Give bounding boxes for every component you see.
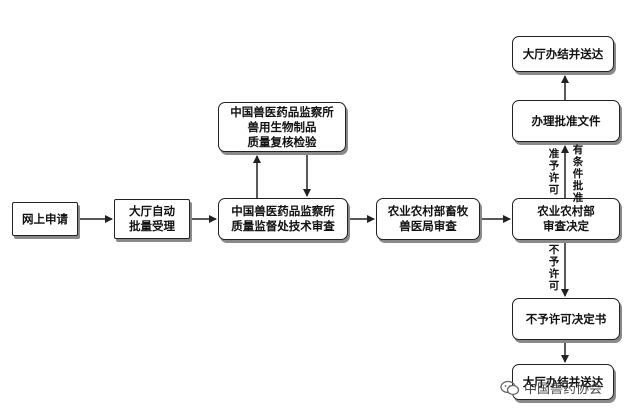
- node-online-apply: 网上申请: [12, 202, 78, 236]
- text-line: 农业农村部: [537, 204, 595, 218]
- label-deny: 不予许可: [548, 244, 560, 292]
- text-line: 不予许可决定书: [525, 311, 607, 326]
- text-line: 网上申请: [22, 211, 68, 226]
- text-line: 大厅自动: [129, 204, 175, 218]
- text-line: 审查决定: [543, 219, 589, 233]
- watermark: 中国兽药协会: [500, 378, 602, 397]
- text-line: 农业农村部畜牧: [387, 204, 469, 218]
- text-line: 兽医局审查: [399, 219, 457, 233]
- text-line: 可: [548, 280, 560, 292]
- text-line: 予: [548, 256, 560, 268]
- text-line: 批量受理: [129, 219, 175, 233]
- node-approval-doc: 办理批准文件: [512, 100, 620, 142]
- text-line: 办理批准文件: [531, 113, 601, 128]
- node-tech-review: 中国兽医药品监察所质量监督处技术审查: [218, 198, 348, 240]
- text-line: 许: [548, 268, 560, 280]
- text-line: 予: [548, 160, 560, 172]
- label-approve: 准予许可: [548, 148, 560, 196]
- text-line: 许: [548, 172, 560, 184]
- node-hall-deliver-bottom: 大厅办结并送达: [512, 364, 614, 400]
- text-line: 准: [572, 192, 584, 204]
- node-ministry-decision: 农业农村部审查决定: [512, 198, 620, 240]
- wechat-icon: [500, 380, 520, 395]
- text-line: 件: [572, 168, 584, 180]
- text-line: 大厅办结并送达: [522, 46, 604, 61]
- node-bureau-review: 农业农村部畜牧兽医局审查: [376, 198, 480, 240]
- text-line: 质量复核检验: [247, 134, 317, 149]
- text-line: 有: [572, 144, 584, 156]
- text-line: 批: [572, 180, 584, 192]
- watermark-text: 中国兽药协会: [524, 382, 603, 397]
- node-bio-recheck: 中国兽医药品监察所兽用生物制品质量复核检验: [218, 102, 346, 152]
- text-line: 质量监督处技术审查: [231, 219, 335, 233]
- text-line: 准: [548, 148, 560, 160]
- text-line: 大厅办结并送达: [522, 374, 604, 389]
- text-line: 中国兽医药品监察所: [230, 104, 334, 119]
- text-line: 条: [572, 156, 584, 168]
- text-line: 不: [548, 244, 560, 256]
- node-hall-deliver: 大厅办结并送达: [512, 36, 614, 72]
- text-line: 兽用生物制品: [247, 119, 317, 134]
- label-conditional-approve: 有条件批准: [572, 144, 584, 204]
- node-hall-accept: 大厅自动批量受理: [114, 199, 190, 239]
- text-line: 中国兽医药品监察所: [231, 204, 335, 218]
- text-line: 可: [548, 184, 560, 196]
- node-deny-doc: 不予许可决定书: [512, 298, 620, 340]
